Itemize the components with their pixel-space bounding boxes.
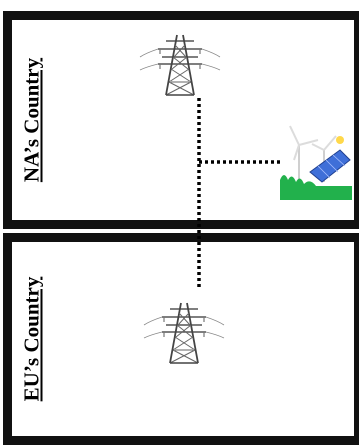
na-country-label-wrap: NA’s Country <box>12 20 52 220</box>
eu-country-panel: EU’s Country <box>3 233 359 445</box>
eu-country-label: EU’s Country <box>20 277 45 402</box>
na-country-label: NA’s Country <box>20 58 45 182</box>
na-country-panel: NA’s Country <box>3 11 359 229</box>
eu-country-label-wrap: EU’s Country <box>12 242 52 436</box>
